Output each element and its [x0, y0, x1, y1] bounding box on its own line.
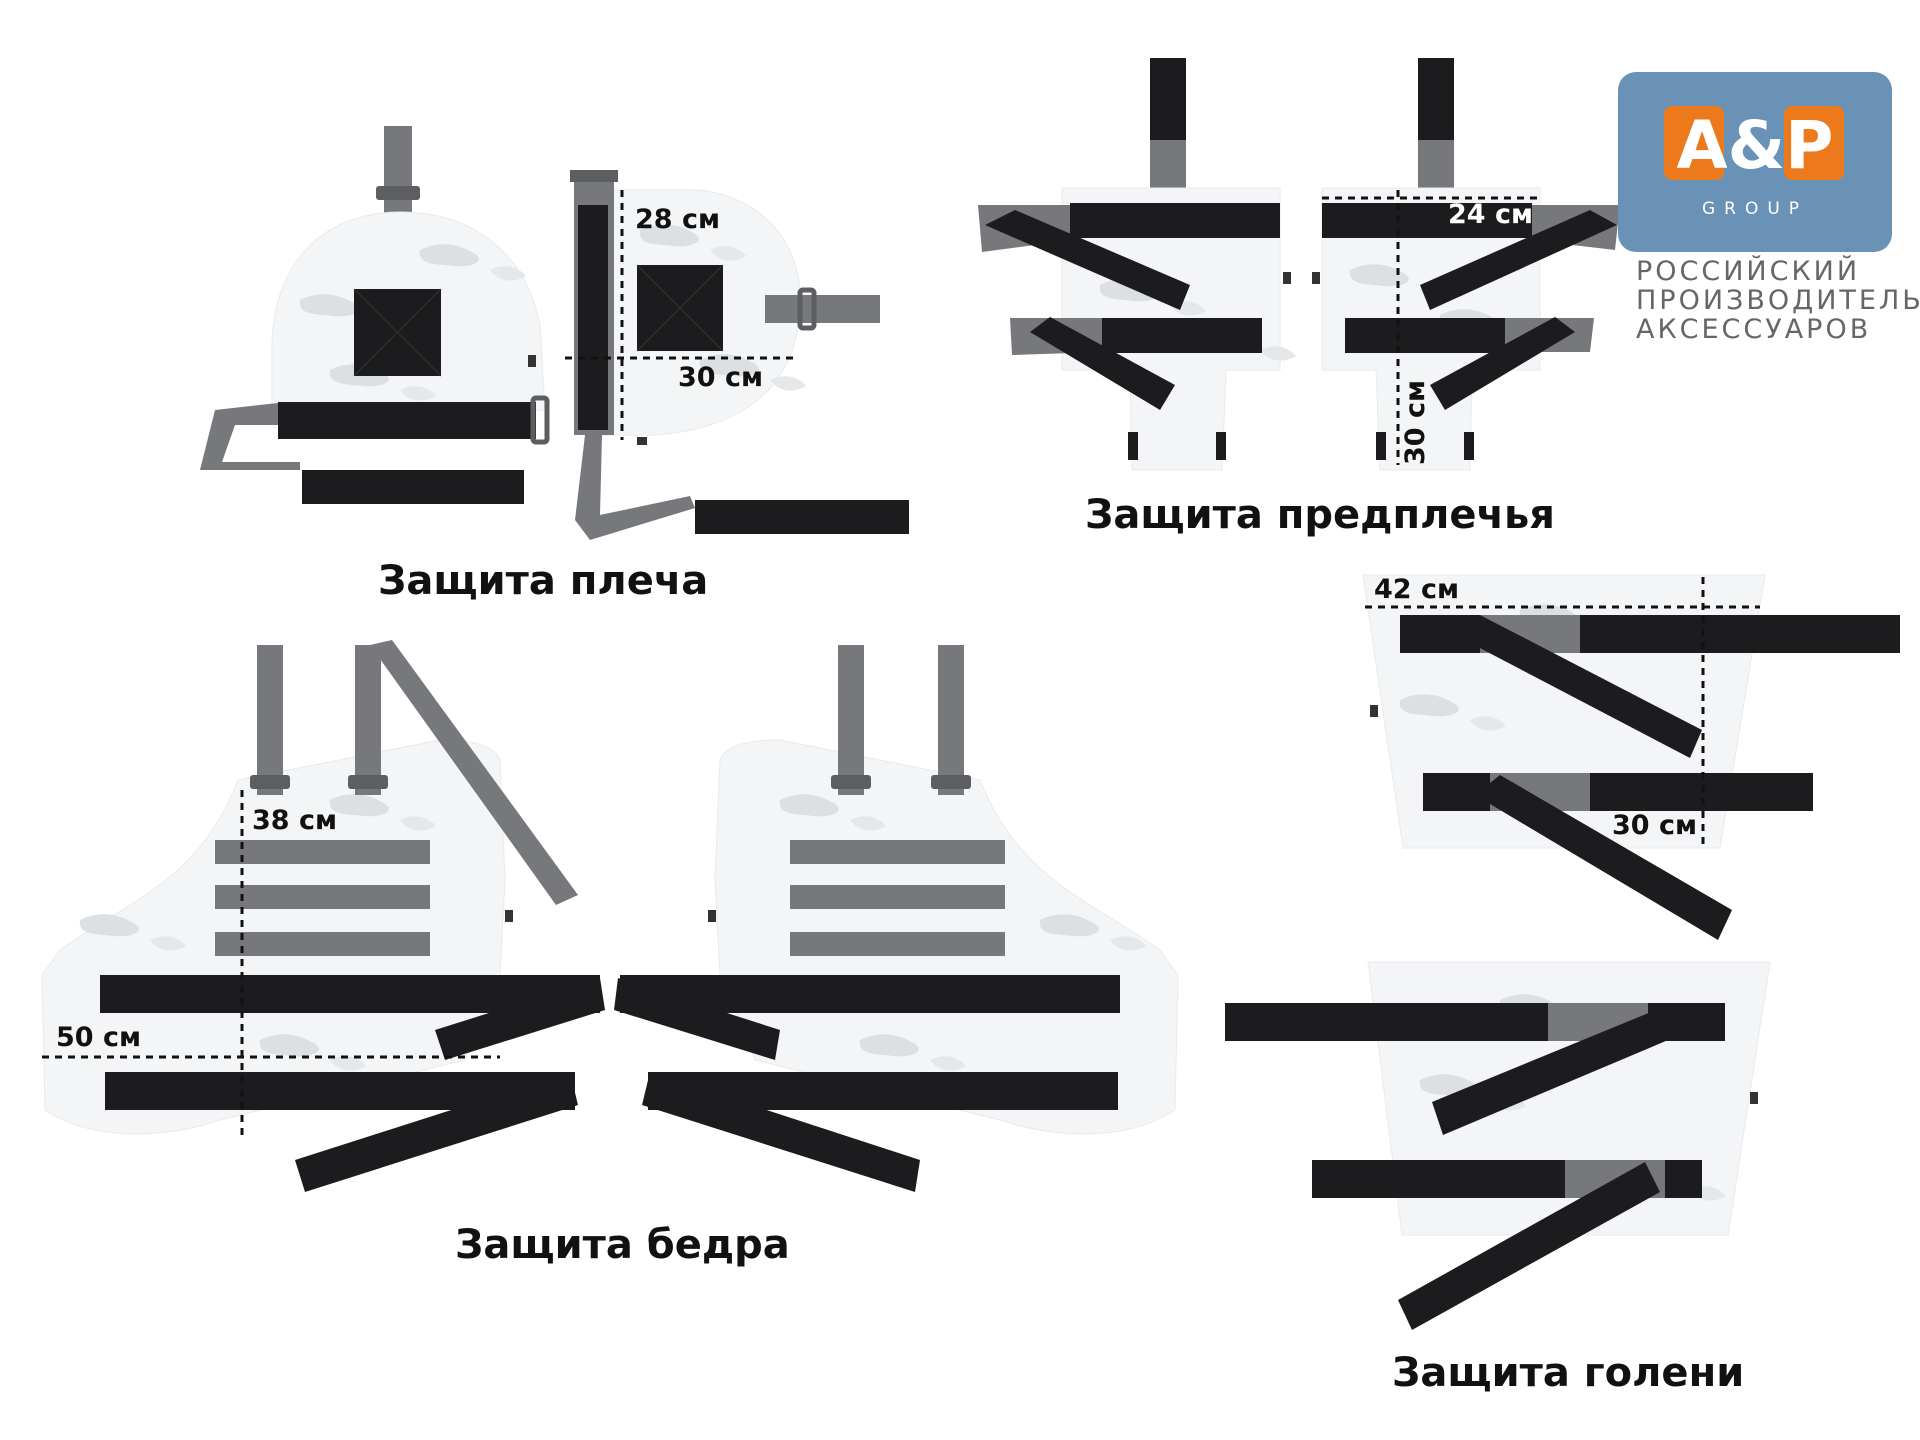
forearm-protection-right [1312, 58, 1620, 471]
shin-width-label: 42 см [1374, 574, 1460, 605]
shin-height-label: 30 см [1612, 810, 1698, 841]
thigh-title: Защита бедра [455, 1222, 790, 1268]
shoulder-width-label: 30 см [678, 362, 764, 393]
shoulder-protection-front [200, 126, 550, 504]
ap-group-logo: A&P GROUP [1618, 72, 1892, 252]
thigh-width-label: 50 см [56, 1022, 142, 1053]
forearm-height-label: 30 см [1400, 379, 1431, 465]
thigh-protection-left [41, 640, 605, 1192]
logo-line-3: АКСЕССУАРОВ [1636, 314, 1872, 345]
thigh-height-label: 38 см [252, 805, 338, 836]
forearm-width-label: 24 см [1448, 199, 1534, 230]
shoulder-title: Защита плеча [378, 558, 709, 604]
logo-group: GROUP [1702, 199, 1808, 219]
forearm-title: Защита предплечья [1085, 492, 1555, 538]
thigh-protection-right [614, 645, 1179, 1192]
shin-protection-top [1362, 574, 1900, 940]
logo-line-2: ПРОИЗВОДИТЕЛЬ [1636, 285, 1920, 316]
logo-mark: A&P [1676, 107, 1833, 184]
shoulder-height-label: 28 см [635, 204, 721, 235]
shin-protection-bottom [1225, 961, 1771, 1330]
shin-title: Защита голени [1392, 1350, 1745, 1396]
shoulder-protection-side [565, 170, 909, 540]
logo-line-1: РОССИЙСКИЙ [1636, 256, 1861, 287]
forearm-protection-left [978, 58, 1296, 471]
